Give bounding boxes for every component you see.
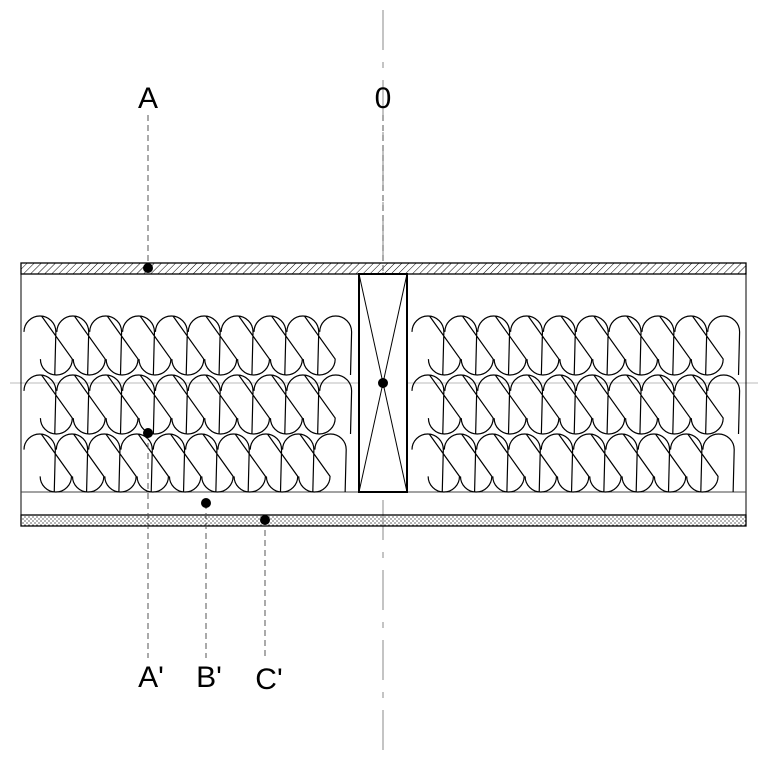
insulation-row xyxy=(23,315,353,376)
label-0: 0 xyxy=(375,82,392,115)
insulation-row xyxy=(23,374,353,435)
label-a-prime: A' xyxy=(138,661,164,694)
insulation-batts xyxy=(23,315,741,493)
bottom-gypsum-board xyxy=(20,514,747,527)
insulation-row xyxy=(23,433,347,493)
label-a: A xyxy=(138,82,158,115)
insulation-row xyxy=(411,433,735,493)
point-0 xyxy=(378,378,388,388)
label-b-prime: B' xyxy=(196,661,222,694)
timber-stud xyxy=(358,273,408,493)
point-a-top xyxy=(143,263,153,273)
label-c-prime: C' xyxy=(255,663,282,696)
point-c-prime xyxy=(260,515,270,525)
point-b-prime xyxy=(201,498,211,508)
insulation-row xyxy=(411,315,741,376)
insulation-row xyxy=(411,374,741,435)
point-a-prime xyxy=(143,428,153,438)
